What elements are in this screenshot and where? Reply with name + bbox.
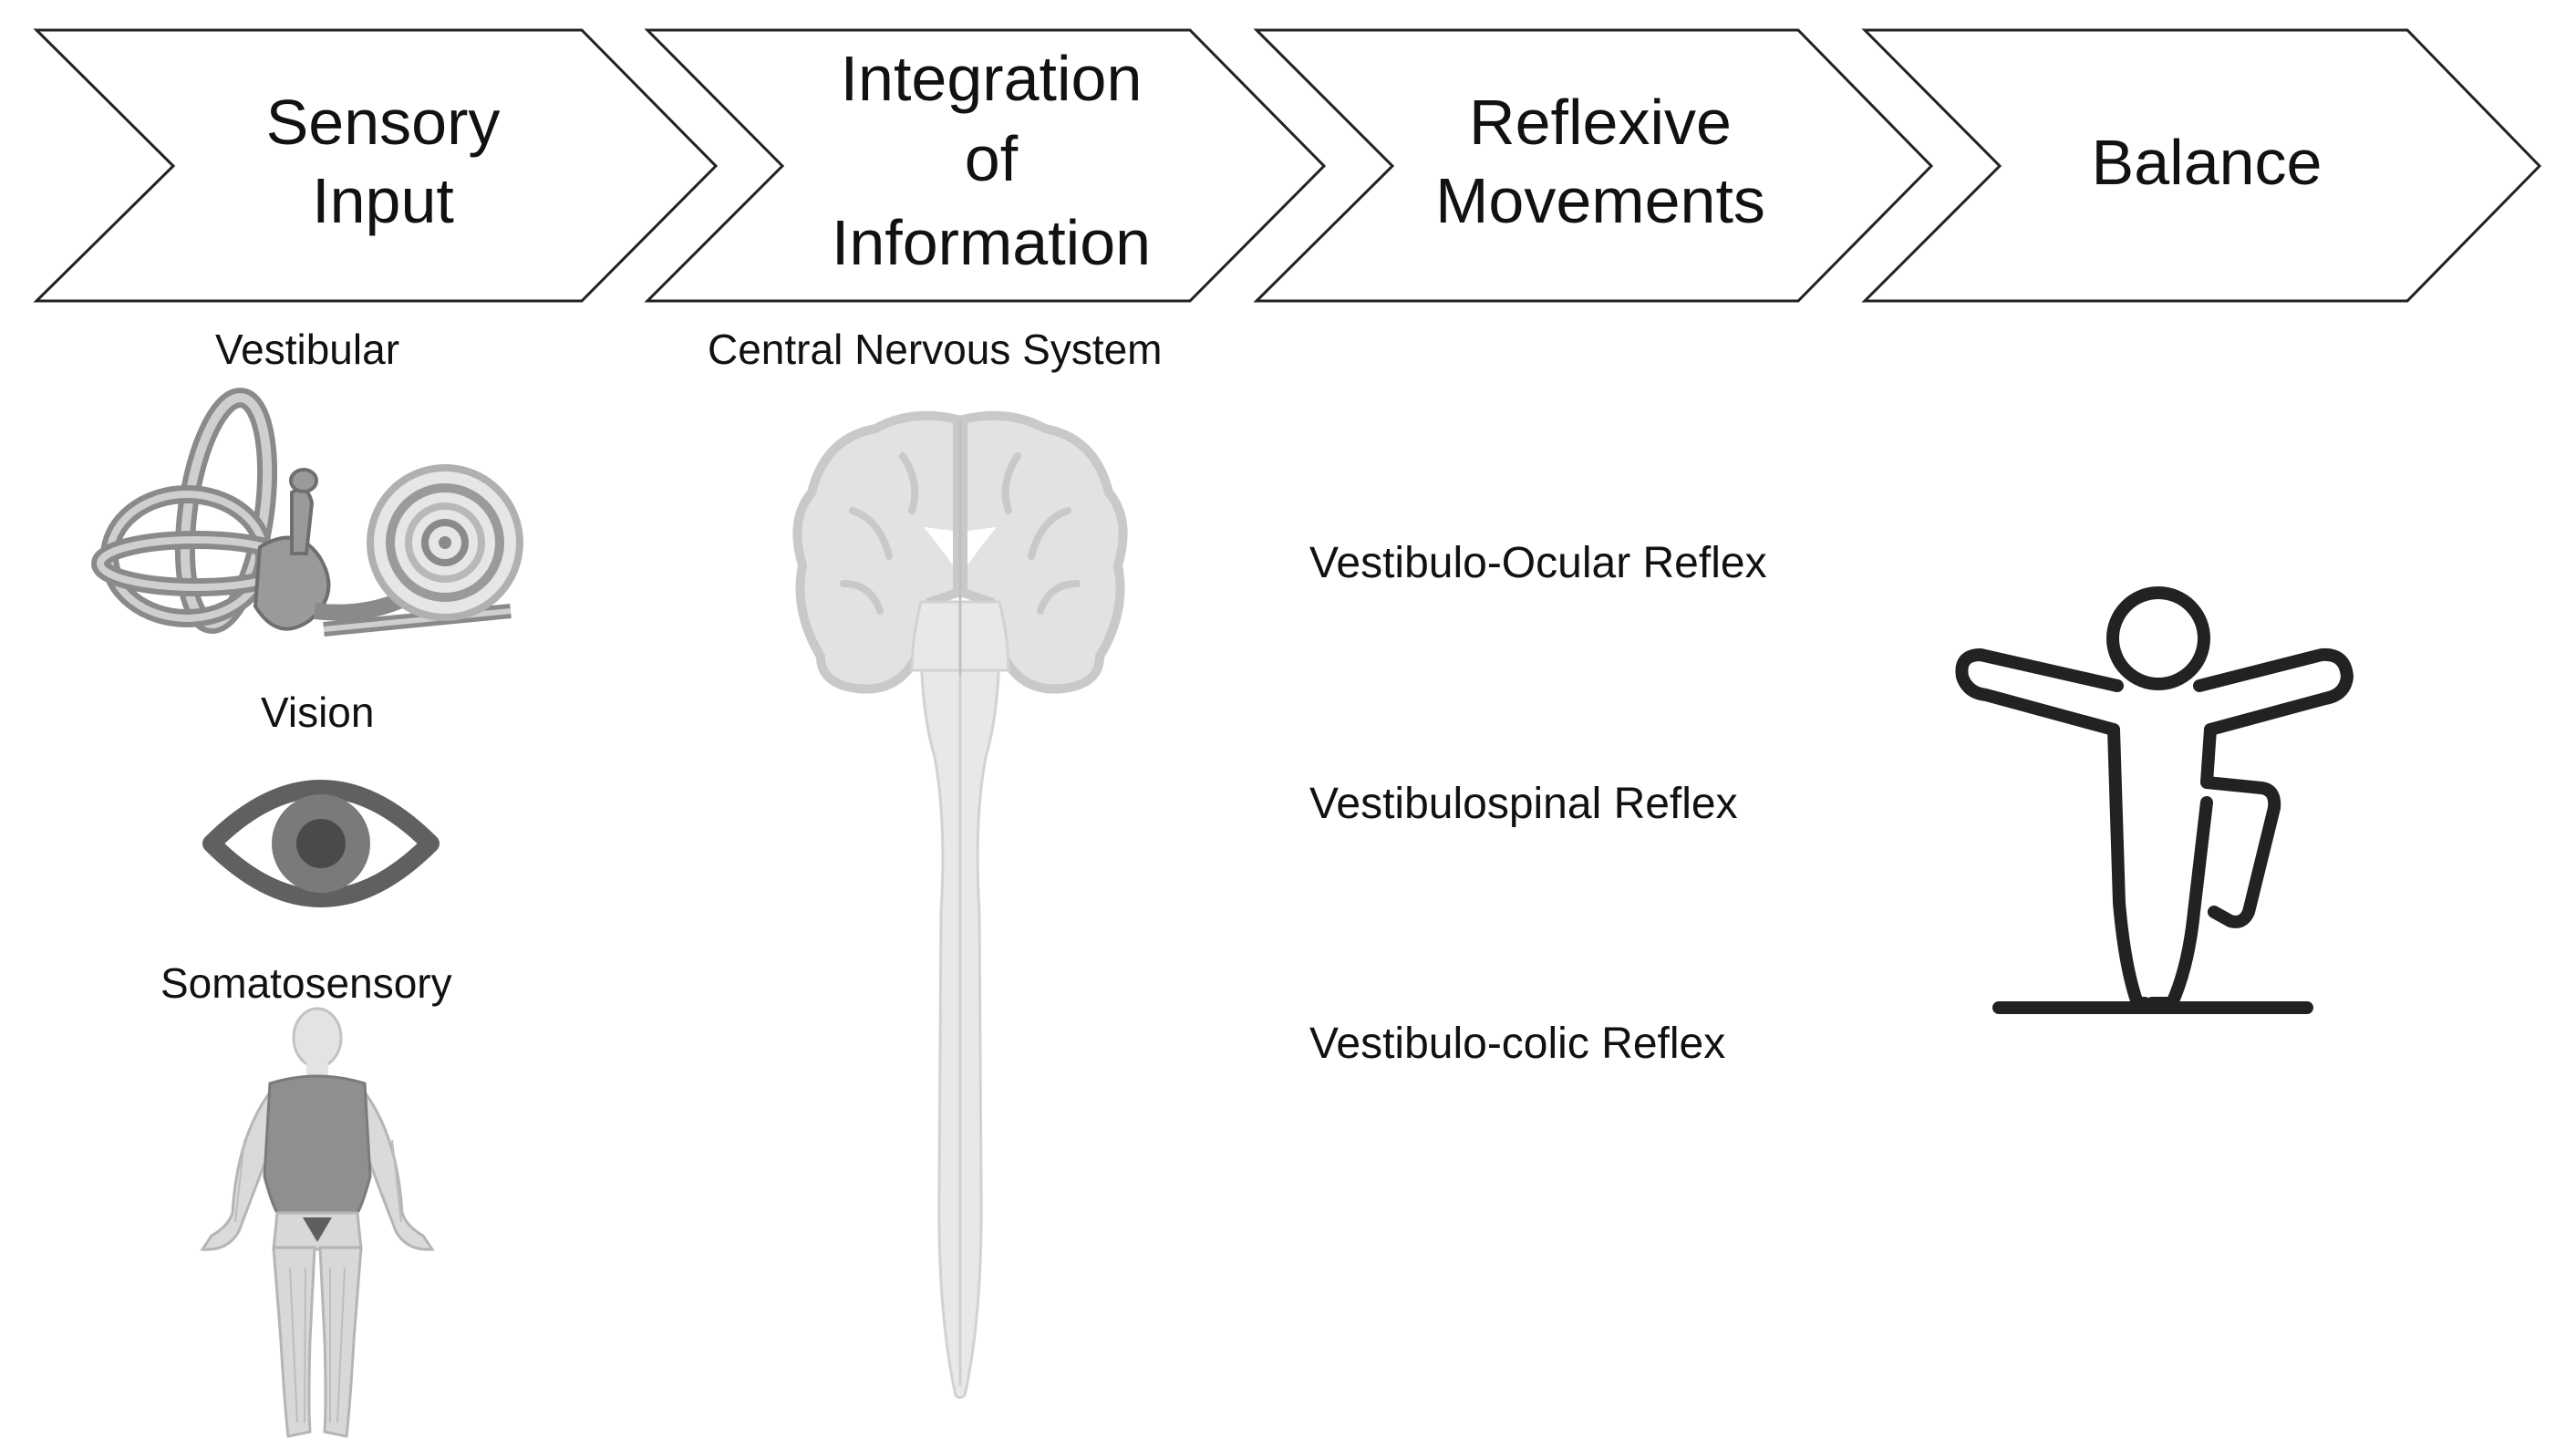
chevron-reflexive-line2: Movements bbox=[1435, 165, 1765, 236]
label-central-nervous-system: Central Nervous System bbox=[708, 326, 1163, 373]
chevron-sensory-input-line1: Sensory bbox=[266, 87, 501, 158]
chevron-balance: Balance bbox=[1861, 28, 2542, 303]
balancing-person-icon bbox=[1955, 586, 2354, 1014]
label-somatosensory: Somatosensory bbox=[160, 959, 452, 1007]
brain-spinal-cord-icon bbox=[792, 410, 1128, 1399]
chevron-integration-line2: of bbox=[965, 123, 1019, 194]
label-vestibulo-colic-reflex: Vestibulo-colic Reflex bbox=[1309, 1020, 1726, 1068]
chevron-integration: Integration of Information bbox=[644, 28, 1327, 303]
label-vestibulo-ocular-reflex: Vestibulo-Ocular Reflex bbox=[1309, 539, 1767, 587]
label-vision: Vision bbox=[261, 689, 375, 736]
chevron-sensory-input: Sensory Input bbox=[33, 28, 719, 303]
chevron-integration-line1: Integration bbox=[841, 43, 1143, 114]
chevron-sensory-input-line2: Input bbox=[312, 165, 454, 236]
chevron-balance-line1: Balance bbox=[2092, 127, 2323, 198]
chevron-reflexive-movements: Reflexive Movements bbox=[1253, 28, 1934, 303]
inner-ear-icon bbox=[91, 388, 523, 637]
eye-icon bbox=[202, 780, 440, 907]
label-vestibular: Vestibular bbox=[215, 326, 400, 373]
label-vestibulospinal-reflex: Vestibulospinal Reflex bbox=[1309, 780, 1738, 828]
chevron-integration-line3: Information bbox=[832, 207, 1151, 278]
chevron-reflexive-line1: Reflexive bbox=[1469, 87, 1732, 158]
human-body-icon bbox=[200, 1007, 435, 1438]
